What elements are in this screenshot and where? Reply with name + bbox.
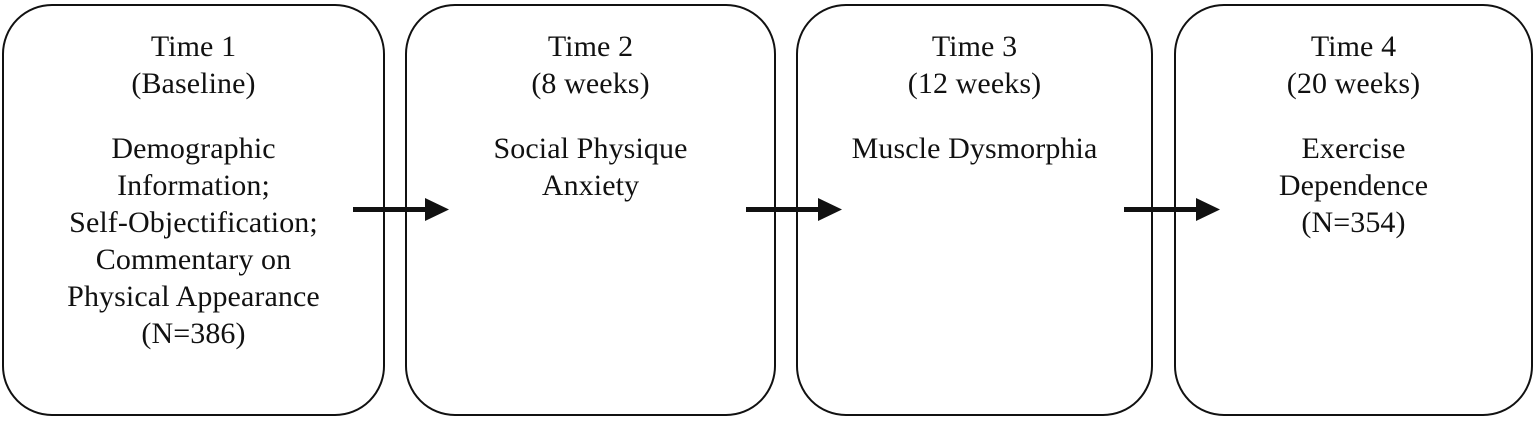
stage-box-time-2 — [405, 4, 776, 416]
stage-box-time-1 — [2, 4, 385, 416]
stage-box-time-4 — [1174, 4, 1533, 416]
stage-box-time-3 — [796, 4, 1153, 416]
